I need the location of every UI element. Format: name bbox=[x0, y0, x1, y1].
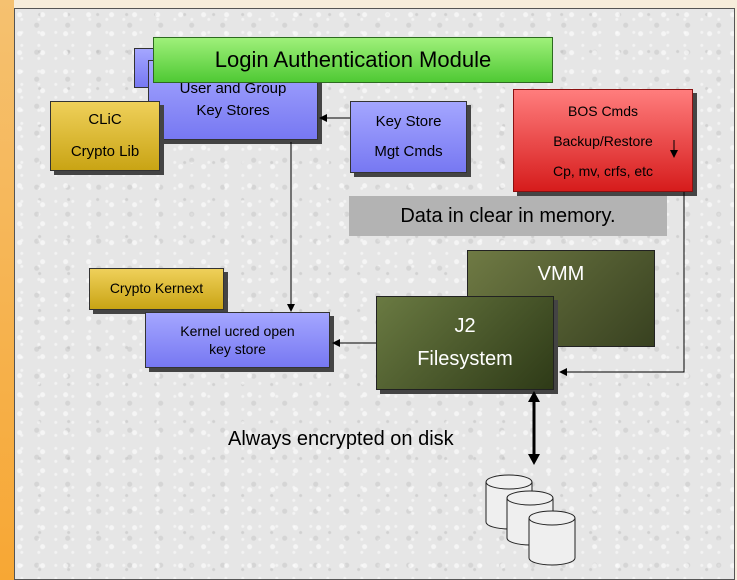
orange-side-band bbox=[0, 0, 14, 580]
j2-line1: J2 bbox=[454, 315, 476, 337]
clear-in-memory-label: Data in clear in memory. bbox=[400, 204, 616, 227]
clic-line1: CLiC bbox=[88, 111, 122, 128]
vmm-label: VMM bbox=[537, 263, 585, 285]
crypto-kernext-label: Crypto Kernext bbox=[109, 280, 204, 296]
keystore-line1: Key Store bbox=[375, 113, 442, 130]
kernel-ucred-keystore-box: Kernel ucred open key store bbox=[145, 312, 330, 368]
j2-filesystem-box: J2 Filesystem bbox=[376, 296, 554, 390]
login-authentication-module-box: Login Authentication Module bbox=[153, 37, 553, 83]
keystore-line2: Mgt Cmds bbox=[374, 143, 443, 160]
user-group-line2: Key Stores bbox=[196, 102, 270, 119]
bos-cmds-box: BOS Cmds Backup/Restore Cp, mv, crfs, et… bbox=[513, 89, 693, 192]
login-module-label: Login Authentication Module bbox=[214, 47, 492, 72]
clic-crypto-lib-box: CLiC Crypto Lib bbox=[50, 101, 160, 171]
j2-line2: Filesystem bbox=[417, 348, 513, 370]
kernel-line2: key store bbox=[209, 341, 266, 357]
bos-line2: Backup/Restore bbox=[553, 132, 653, 149]
bos-line1: BOS Cmds bbox=[567, 102, 638, 119]
user-group-line1: User and Group bbox=[179, 80, 287, 97]
keystore-mgt-cmds-box: Key Store Mgt Cmds bbox=[350, 101, 467, 173]
crypto-kernext-box: Crypto Kernext bbox=[89, 268, 224, 310]
bos-line3: Cp, mv, crfs, etc bbox=[552, 162, 654, 179]
kernel-line1: Kernel ucred open bbox=[180, 323, 295, 339]
clic-line2: Crypto Lib bbox=[70, 143, 140, 160]
encrypted-on-disk-label: Always encrypted on disk bbox=[228, 428, 454, 450]
clear-in-memory-banner: Data in clear in memory. bbox=[349, 196, 667, 236]
